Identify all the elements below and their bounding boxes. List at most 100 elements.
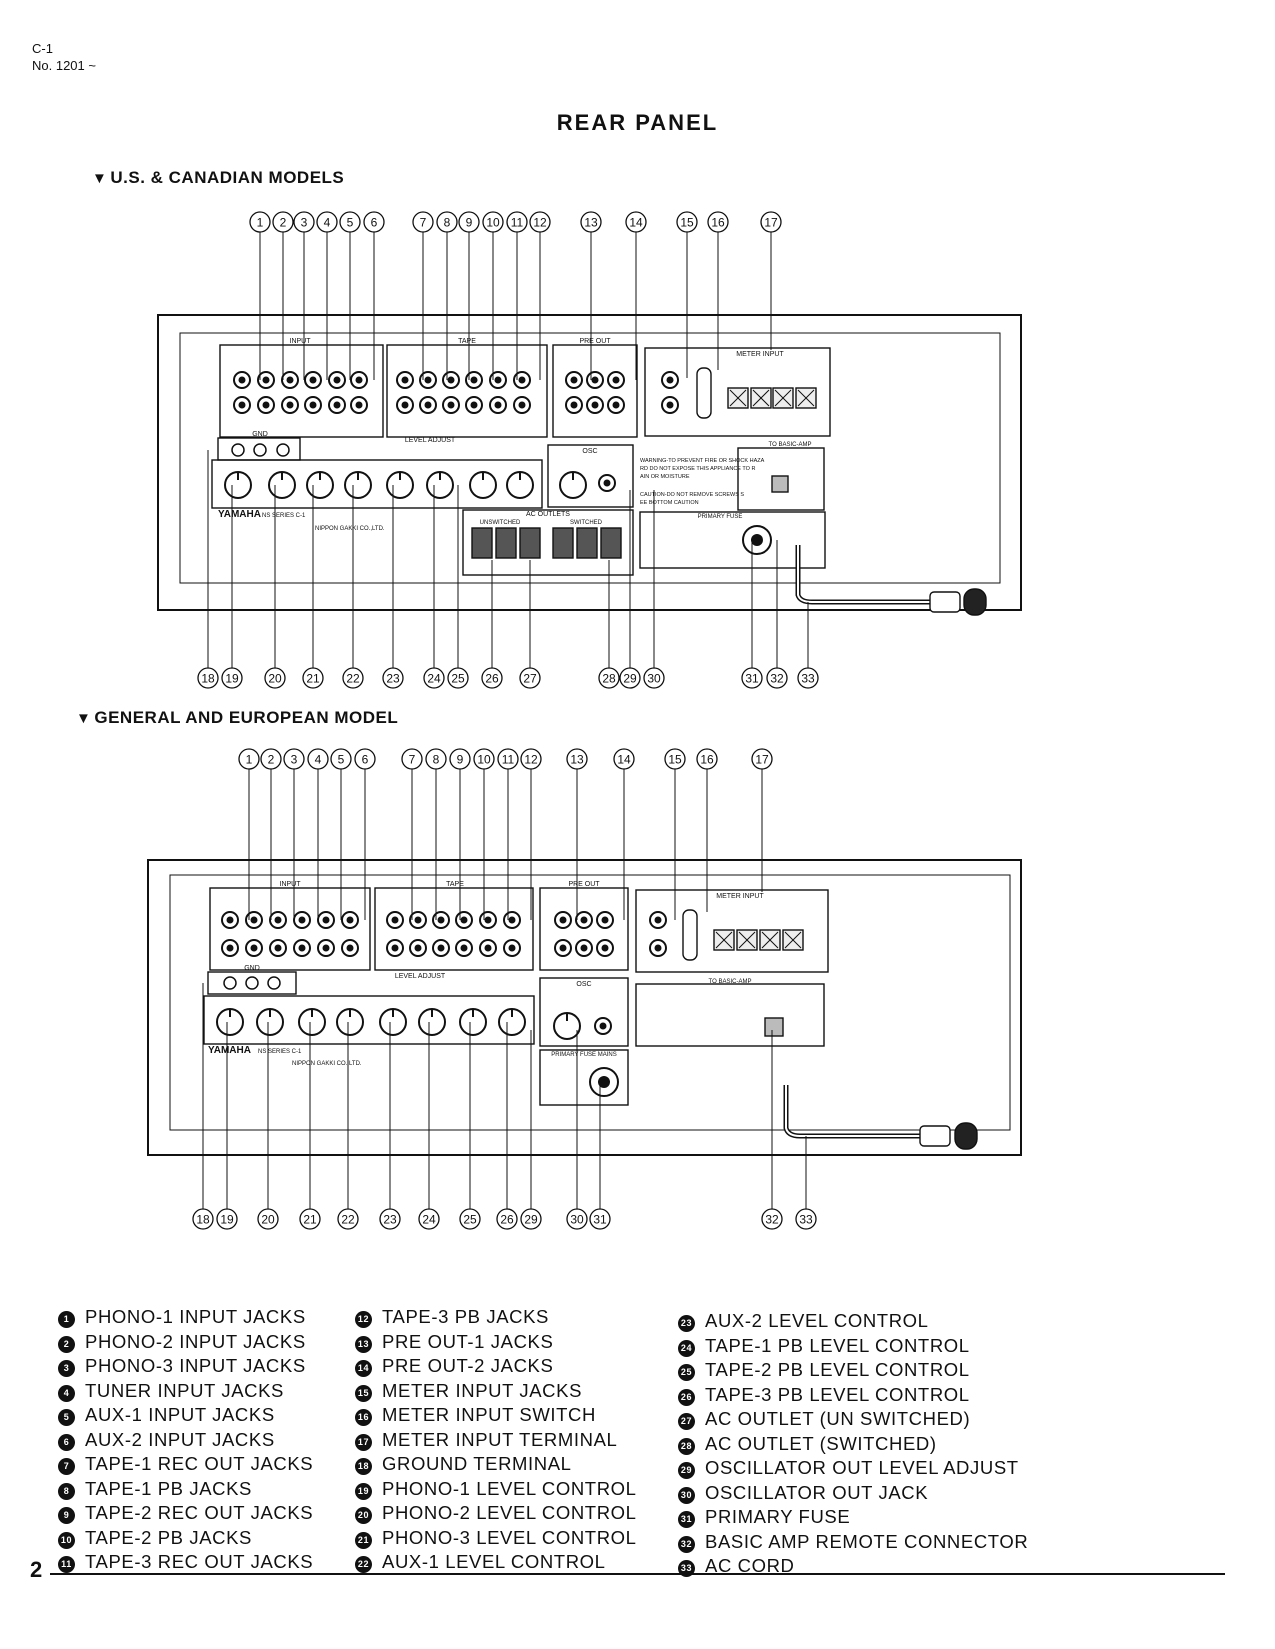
ac-outlets-label: AC OUTLETS bbox=[526, 511, 570, 518]
callout-number-16: 16 bbox=[700, 753, 714, 767]
callout-number-30: 30 bbox=[647, 672, 661, 686]
rca-jack-pin bbox=[333, 401, 341, 409]
tape-group-box bbox=[386, 344, 548, 438]
callout-number-10: 10 bbox=[477, 753, 491, 767]
rca-jack-pin bbox=[424, 376, 432, 384]
to-basic-amp-label: TO BASIC-AMP bbox=[709, 979, 752, 985]
gnd-label: GND bbox=[252, 431, 268, 438]
callout-number-24: 24 bbox=[422, 1213, 436, 1227]
legend-label: AUX-1 LEVEL CONTROL bbox=[382, 1551, 606, 1572]
basic-amp-box bbox=[737, 447, 825, 511]
rca-jack-pin bbox=[238, 401, 246, 409]
callout-number-12: 12 bbox=[524, 753, 538, 767]
terminal-cross bbox=[797, 389, 815, 407]
rca-jack-pin bbox=[309, 376, 317, 384]
rca-jack-pin bbox=[414, 944, 422, 952]
legend-number-badge: 22 bbox=[355, 1556, 372, 1573]
input-group-box bbox=[209, 887, 371, 971]
rca-jack-pin bbox=[612, 401, 620, 409]
callout-number-21: 21 bbox=[303, 1213, 317, 1227]
callout-number-2: 2 bbox=[268, 753, 275, 767]
ground-post bbox=[253, 443, 267, 457]
legend-number-badge: 19 bbox=[355, 1482, 372, 1500]
legend-number-badge: 31 bbox=[678, 1511, 695, 1528]
legend-number-badge: 16 bbox=[355, 1409, 372, 1426]
triangle-icon: ▼ bbox=[76, 710, 92, 727]
primary-fuse-box bbox=[539, 1049, 629, 1106]
level-adjust-label: LEVEL ADJUST bbox=[395, 973, 446, 980]
primary-fuse-box bbox=[639, 511, 826, 569]
callout-number-17: 17 bbox=[755, 753, 769, 767]
callout-number-2: 2 bbox=[280, 216, 287, 230]
meter-input-switch bbox=[696, 367, 712, 419]
fuse-cap bbox=[598, 1076, 610, 1088]
callout-number-25: 25 bbox=[463, 1213, 477, 1227]
rca-jack-pin bbox=[274, 916, 282, 924]
model-heading-us: ▼U.S. & CANADIAN MODELS bbox=[92, 168, 344, 188]
legend-number-badge: 18 bbox=[355, 1458, 372, 1475]
callout-number-32: 32 bbox=[765, 1213, 779, 1227]
warning-text-2: RD DO NOT EXPOSE THIS APPLIANCE TO R bbox=[640, 466, 755, 472]
rca-jack-pin bbox=[309, 401, 317, 409]
ac-outlet-socket bbox=[600, 527, 622, 559]
callout-number-12: 12 bbox=[533, 216, 547, 230]
serial-range: No. 1201 ~ bbox=[32, 58, 96, 73]
switched-label: SWITCHED bbox=[570, 520, 603, 526]
doc-code: C-1 bbox=[32, 41, 53, 56]
rca-jack-pin bbox=[355, 376, 363, 384]
rca-jack-pin bbox=[401, 376, 409, 384]
rca-jack-pin bbox=[262, 401, 270, 409]
callout-number-22: 22 bbox=[346, 672, 360, 686]
to-basic-amp-label: TO BASIC-AMP bbox=[769, 442, 812, 448]
legend-label: TAPE-2 PB LEVEL CONTROL bbox=[705, 1359, 970, 1380]
callout-number-9: 9 bbox=[457, 753, 464, 767]
legend-number-badge: 27 bbox=[678, 1413, 695, 1430]
legend-number-badge: 32 bbox=[678, 1535, 695, 1553]
level-adjust-box bbox=[211, 459, 543, 509]
callout-number-30: 30 bbox=[570, 1213, 584, 1227]
caution-text-2: EE BOTTOM CAUTION bbox=[640, 500, 699, 506]
legend-number-badge: 10 bbox=[58, 1531, 75, 1549]
legend-number-badge: 9 bbox=[58, 1507, 75, 1524]
rca-jack-pin bbox=[322, 916, 330, 924]
callout-number-8: 8 bbox=[433, 753, 440, 767]
meter-input-group-box bbox=[644, 347, 831, 437]
callout-number-23: 23 bbox=[386, 672, 400, 686]
callout-number-13: 13 bbox=[570, 753, 584, 767]
model-label-us: U.S. & CANADIAN MODELS bbox=[110, 168, 345, 187]
remote-connector bbox=[771, 475, 789, 493]
legend-label: AUX-1 INPUT JACKS bbox=[85, 1404, 275, 1425]
ac-outlet-socket bbox=[495, 527, 517, 559]
meter-input-switch bbox=[682, 909, 698, 961]
ac-outlet-socket bbox=[519, 527, 541, 559]
legend-label: OSCILLATOR OUT LEVEL ADJUST bbox=[705, 1457, 1019, 1478]
rca-jack-pin bbox=[460, 916, 468, 924]
legend-label: PRE OUT-1 JACKS bbox=[382, 1330, 554, 1352]
legend-label: METER INPUT TERMINAL bbox=[382, 1428, 618, 1450]
level-adjust-box bbox=[203, 995, 535, 1045]
ground-post bbox=[223, 976, 237, 990]
remote-connector bbox=[764, 1017, 784, 1037]
legend-label: TAPE-2 PB JACKS bbox=[85, 1526, 252, 1548]
callout-number-15: 15 bbox=[668, 753, 682, 767]
input-group-label: INPUT bbox=[280, 881, 302, 888]
rca-jack-pin bbox=[601, 944, 609, 952]
rca-jack-pin bbox=[355, 401, 363, 409]
rca-jack-pin bbox=[262, 376, 270, 384]
rca-jack-pin bbox=[591, 376, 599, 384]
rca-jack-pin bbox=[484, 944, 492, 952]
legend-number-badge: 13 bbox=[355, 1335, 372, 1353]
legend-number-badge: 15 bbox=[355, 1384, 372, 1402]
rca-jack-pin bbox=[346, 916, 354, 924]
legend-label: PHONO-3 INPUT JACKS bbox=[85, 1355, 306, 1376]
callout-number-10: 10 bbox=[486, 216, 500, 230]
callout-number-9: 9 bbox=[466, 216, 473, 230]
